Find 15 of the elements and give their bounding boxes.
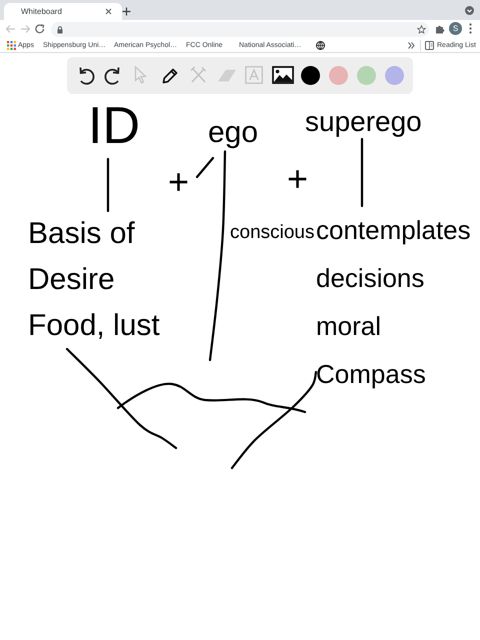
- handwritten-heading: ego: [208, 114, 258, 152]
- handwritten-heading: ID: [88, 94, 140, 159]
- handwritten-note: Basis of Desire Food, lust: [28, 211, 178, 349]
- drawn-line: [106, 158, 110, 212]
- handwritten-heading: superego: [305, 104, 422, 139]
- drawn-line: [66, 348, 178, 450]
- handwritten-note: contemplates decisions moral Compass: [316, 206, 478, 398]
- drawn-line: [230, 370, 318, 470]
- drawn-line: [360, 138, 364, 208]
- plus-sign: +: [168, 160, 190, 204]
- plus-sign: +: [287, 157, 308, 200]
- drawn-line: [208, 150, 226, 362]
- handwritten-note: conscious: [230, 222, 314, 245]
- profile-avatar: S: [449, 22, 462, 35]
- browser-tab: Whiteboard: [4, 3, 122, 20]
